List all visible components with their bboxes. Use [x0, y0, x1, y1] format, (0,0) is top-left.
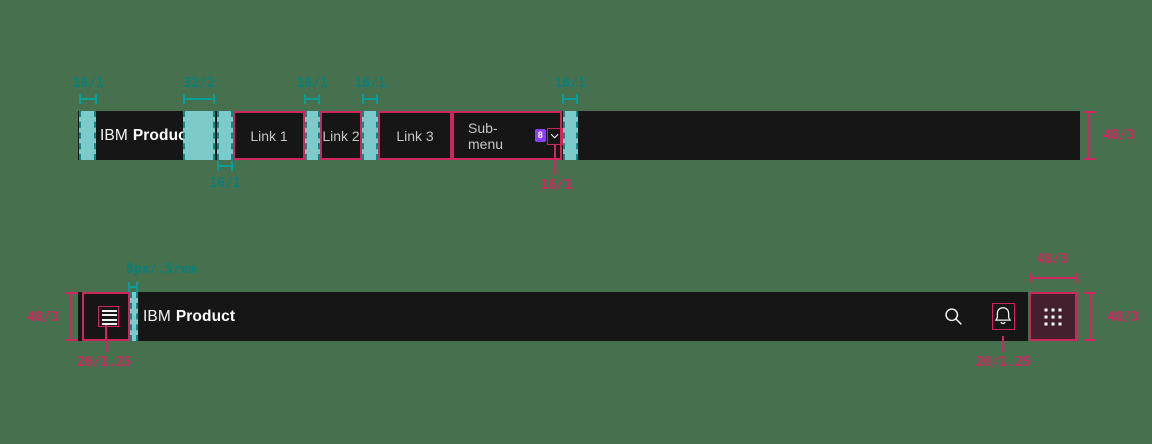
brand-name: Product	[132, 126, 193, 144]
measure-bracket	[217, 161, 233, 171]
height-bracket	[1084, 292, 1096, 341]
measure-bracket	[183, 94, 215, 104]
measure-bracket	[1029, 273, 1077, 283]
width-label-48-3: 48/3	[1036, 252, 1068, 267]
nav-link-2[interactable]: Link 2	[320, 111, 362, 160]
icon-size-label: 20/1.25	[76, 355, 132, 370]
submenu-count-badge: 8	[534, 129, 546, 142]
spacing-label-16-1: 16/1	[354, 76, 386, 91]
icon-size-label: 20/1.25	[975, 355, 1031, 370]
chevron-down-icon	[550, 133, 559, 139]
height-label-48-3: 48/3	[1107, 310, 1139, 325]
app-switcher-button[interactable]	[1029, 292, 1077, 341]
nav-link-label: Link 2	[322, 127, 360, 144]
leader-line	[554, 145, 556, 175]
height-bracket	[65, 292, 77, 341]
measure-bracket	[79, 94, 97, 104]
measure-bracket	[128, 282, 138, 292]
gap-overlay-8	[130, 292, 138, 341]
spacing-label-16-1: 16/1	[296, 76, 328, 91]
spacing-label-16-1: 16/1	[554, 76, 586, 91]
height-bracket	[1083, 111, 1095, 160]
spacing-label-16-1: 16/1	[72, 76, 104, 91]
search-icon[interactable]	[943, 306, 964, 327]
nav-submenu[interactable]: Sub-menu 8	[452, 111, 562, 160]
measure-bracket	[362, 94, 378, 104]
leader-line	[1002, 336, 1004, 352]
hamburger-menu-icon	[102, 310, 117, 325]
measure-bracket	[304, 94, 320, 104]
spacing-overlay-32	[183, 111, 215, 160]
height-label-48-3: 48/3	[1103, 128, 1135, 143]
padding-overlay	[79, 111, 96, 160]
gap-overlay-16	[305, 111, 320, 160]
nav-link-label: Link 1	[250, 127, 288, 144]
app-switcher-grid-icon	[1044, 308, 1062, 325]
spacing-label-16-1: 16/1	[540, 178, 572, 193]
leader-line	[105, 325, 107, 352]
measure-bracket	[562, 94, 578, 104]
icon-measure-box	[98, 306, 119, 327]
icon-measure-box	[992, 303, 1015, 330]
nav-link-3[interactable]: Link 3	[378, 111, 452, 160]
padding-overlay	[563, 111, 578, 160]
gap-overlay-16	[362, 111, 378, 160]
brand-prefix: IBM	[143, 307, 171, 325]
height-label-48-3: 48/3	[27, 310, 59, 325]
spacing-overlay-16	[217, 111, 233, 160]
submenu-label: Sub-menu	[468, 119, 504, 152]
icon-measure-box	[547, 128, 563, 145]
gap-label-8px: 8px/.5rem	[126, 262, 197, 277]
nav-link-label: Link 3	[396, 127, 434, 144]
nav-link-1[interactable]: Link 1	[233, 111, 305, 160]
spacing-label-16-1: 16/1	[209, 176, 241, 191]
spacing-label-32-2: 32/2	[183, 76, 215, 91]
brand-prefix: IBM	[100, 126, 128, 144]
brand-name: Product	[175, 307, 236, 325]
notification-bell-icon[interactable]	[994, 306, 1012, 326]
